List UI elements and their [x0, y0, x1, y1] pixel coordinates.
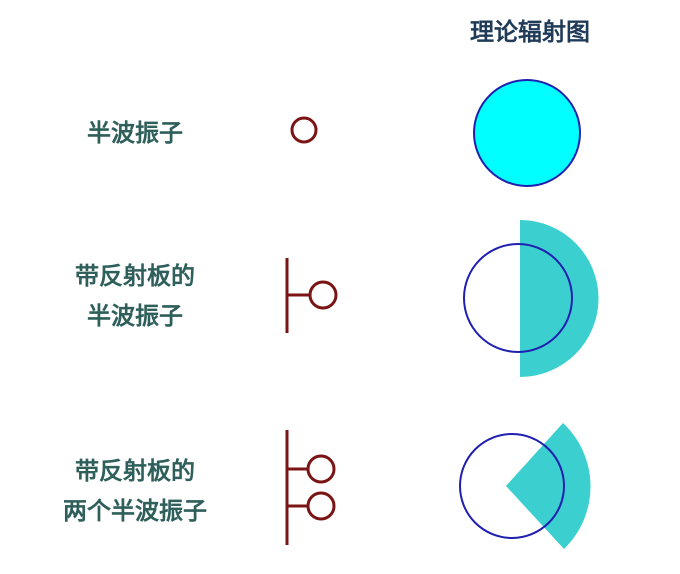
dipole-element-icon [290, 116, 318, 144]
row-1-label: 半波振子 [40, 113, 230, 153]
dipole-element-icon [306, 454, 336, 484]
row-3-label-line2: 两个半波振子 [63, 497, 207, 525]
directional-lobe [520, 220, 599, 377]
omnidirectional-pattern [473, 79, 581, 187]
reference-pattern-circle [459, 433, 565, 539]
radiation-pattern-header: 理论辐射图 [470, 18, 590, 46]
row-3-label-line1: 带反射板的 [75, 457, 195, 485]
row-2-label-line1: 带反射板的 [75, 262, 195, 290]
reference-pattern-circle [463, 243, 573, 353]
dipole-element-icon [306, 491, 336, 521]
row-2-label-line2: 半波振子 [87, 302, 183, 330]
dipole-element-icon [308, 280, 338, 310]
row-3-label: 带反射板的 两个半波振子 [40, 451, 230, 531]
row-2-label: 带反射板的 半波振子 [40, 256, 230, 336]
narrow-directional-lobe [506, 423, 591, 549]
row-1-label-line1: 半波振子 [87, 119, 183, 147]
